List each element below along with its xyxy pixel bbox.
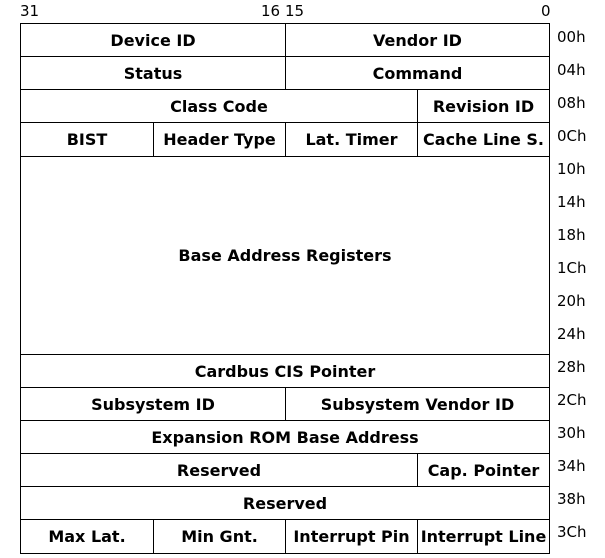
interrupt-pin-field: Interrupt Pin [285,519,418,554]
offset-label: 14h [557,193,586,211]
bist-field: BIST [20,122,154,157]
offset-label: 38h [557,490,586,508]
vendor-id-field: Vendor ID [285,23,550,57]
offset-label: 3Ch [557,523,587,541]
revision-id-field: Revision ID [417,89,550,123]
command-field: Command [285,56,550,90]
bit-31-label: 31 [20,2,40,20]
class-code-field: Class Code [20,89,418,123]
subsystem-id-field: Subsystem ID [20,387,286,421]
bit-0-label: 0 [541,2,551,20]
offset-label: 00h [557,28,586,46]
offset-label: 2Ch [557,391,587,409]
device-id-field: Device ID [20,23,286,57]
offset-label: 24h [557,325,586,343]
offset-label: 28h [557,358,586,376]
cardbus-cis-pointer-field: Cardbus CIS Pointer [20,354,550,388]
base-address-registers-field: Base Address Registers [20,156,550,355]
cache-line-size-field: Cache Line S. [417,122,550,157]
offset-label: 10h [557,160,586,178]
offset-label: 20h [557,292,586,310]
interrupt-line-field: Interrupt Line [417,519,550,554]
min-gnt-field: Min Gnt. [153,519,286,554]
offset-label: 0Ch [557,127,587,145]
offset-label: 1Ch [557,259,587,277]
cap-pointer-field: Cap. Pointer [417,453,550,487]
reserved-38h-field: Reserved [20,486,550,520]
bit-16-label: 16 [261,2,281,20]
offset-label: 18h [557,226,586,244]
subsystem-vendor-id-field: Subsystem Vendor ID [285,387,550,421]
offset-label: 34h [557,457,586,475]
expansion-rom-base-address-field: Expansion ROM Base Address [20,420,550,454]
bit-15-label: 15 [285,2,305,20]
offset-label: 08h [557,94,586,112]
header-type-field: Header Type [153,122,286,157]
offset-label: 04h [557,61,586,79]
max-lat-field: Max Lat. [20,519,154,554]
lat-timer-field: Lat. Timer [285,122,418,157]
reserved-34h-field: Reserved [20,453,418,487]
offset-label: 30h [557,424,586,442]
status-field: Status [20,56,286,90]
